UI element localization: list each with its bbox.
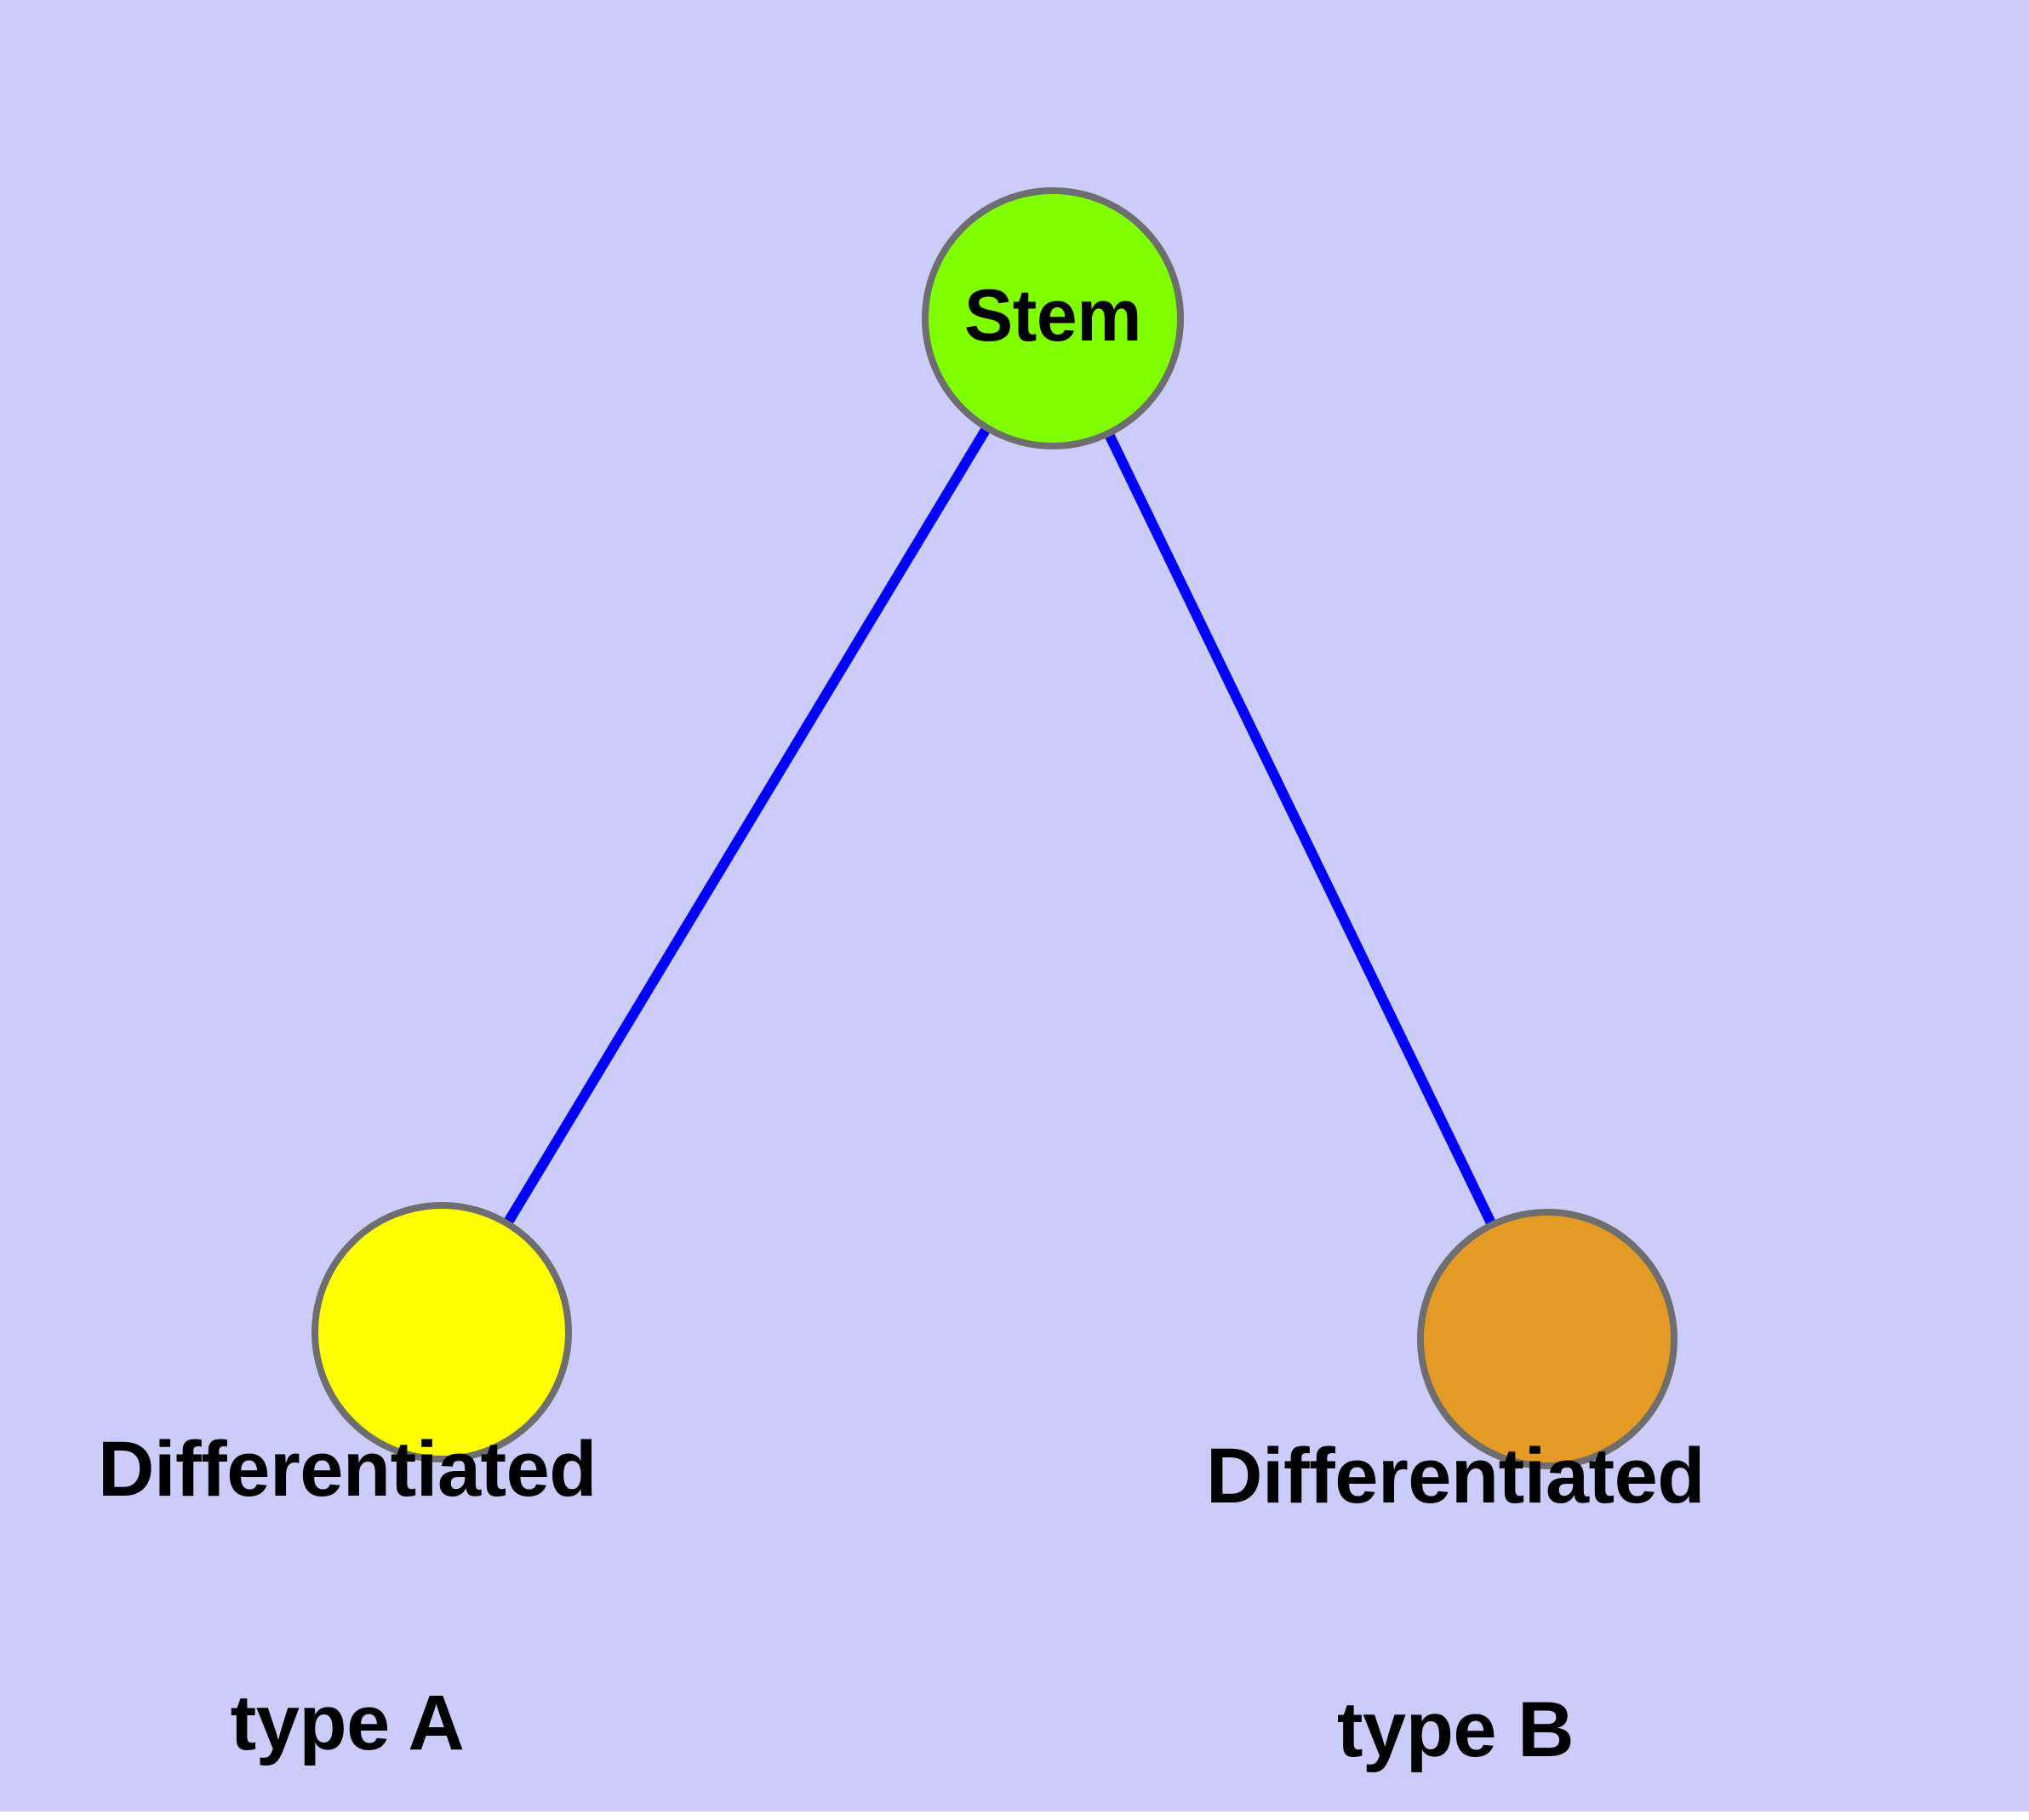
edge-layer	[501, 423, 1498, 1229]
node-stem[interactable]	[922, 187, 1184, 449]
node-differentiated-type-b[interactable]	[1417, 1209, 1677, 1469]
edge-stem-to-differentiated-b[interactable]	[1103, 429, 1498, 1229]
node-layer	[311, 187, 1677, 1469]
edge-stem-to-differentiated-a[interactable]	[501, 423, 992, 1228]
node-differentiated-type-a[interactable]	[311, 1202, 572, 1462]
